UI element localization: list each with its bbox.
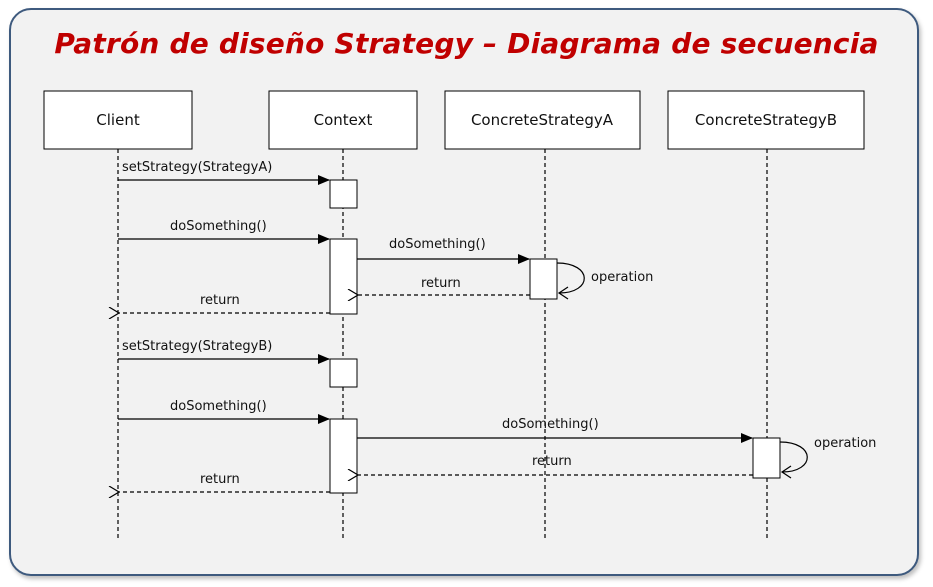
message-return-client-1: return: [119, 293, 330, 313]
message-do-something-2-label: doSomething(): [170, 399, 267, 414]
message-do-something-b: doSomething(): [357, 417, 753, 443]
activation-context-1: [329, 179, 358, 209]
message-return-a: return: [358, 276, 530, 295]
message-operation-b: operation: [779, 436, 876, 479]
participant-client-label: Client: [96, 111, 140, 129]
activation-strategy-b: [752, 437, 781, 479]
participant-client: Client: [43, 90, 193, 150]
message-return-client-1-label: return: [200, 293, 240, 308]
participant-strategy-b: ConcreteStrategyB: [667, 90, 865, 150]
message-operation-a: operation: [556, 262, 653, 300]
message-do-something-1-label: doSomething(): [170, 219, 267, 234]
participant-context-label: Context: [314, 111, 373, 129]
participant-strategy-a: ConcreteStrategyA: [444, 90, 641, 150]
participant-strategy-b-label: ConcreteStrategyB: [695, 111, 837, 129]
message-set-strategy-b-label: setStrategy(StrategyB): [122, 339, 272, 354]
message-return-b: return: [358, 454, 753, 475]
message-set-strategy-b: setStrategy(StrategyB): [118, 339, 330, 364]
message-operation-b-label: operation: [814, 436, 876, 451]
message-set-strategy-a-label: setStrategy(StrategyA): [122, 160, 272, 175]
message-return-a-label: return: [421, 276, 461, 291]
participant-strategy-a-label: ConcreteStrategyA: [471, 111, 614, 129]
activation-strategy-a: [529, 258, 558, 300]
message-return-client-2-label: return: [200, 472, 240, 487]
message-do-something-1: doSomething(): [118, 219, 330, 244]
diagram-title: Patrón de diseño Strategy – Diagrama de …: [54, 27, 879, 60]
message-operation-a-label: operation: [591, 270, 653, 285]
message-do-something-2: doSomething(): [118, 399, 330, 424]
message-return-b-label: return: [532, 454, 572, 469]
message-do-something-a: doSomething(): [357, 237, 530, 264]
message-return-client-2: return: [119, 472, 330, 492]
message-set-strategy-a: setStrategy(StrategyA): [118, 160, 330, 185]
message-do-something-a-label: doSomething(): [389, 237, 486, 252]
activation-context-4: [329, 418, 358, 494]
participant-context: Context: [268, 90, 418, 150]
activation-context-2: [329, 238, 358, 315]
activation-context-3: [329, 358, 358, 388]
message-do-something-b-label: doSomething(): [502, 417, 599, 432]
